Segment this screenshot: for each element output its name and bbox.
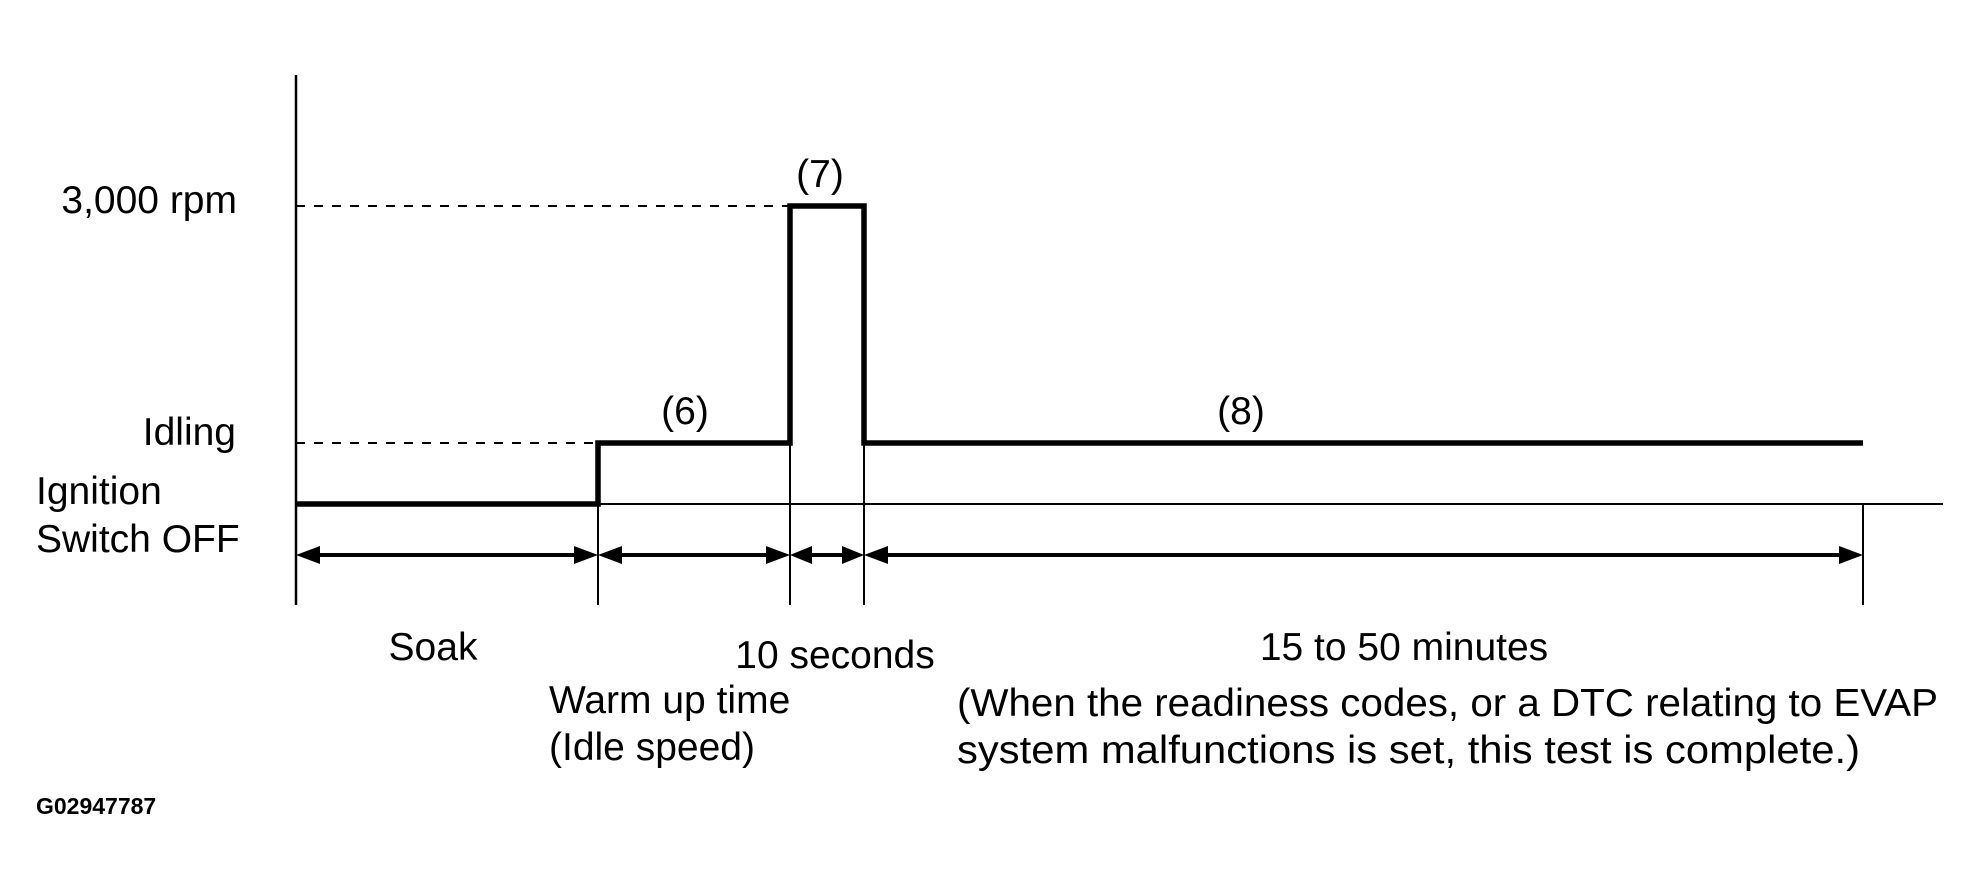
duration-label-soak: Soak — [389, 626, 478, 669]
y-label-switch-off: Switch OFF — [36, 518, 240, 561]
y-label-3000-rpm: 3,000 rpm — [61, 179, 237, 222]
test-dimension-arrow — [864, 546, 1863, 564]
step-label-8: (8) — [1217, 390, 1265, 433]
y-label-idling: Idling — [143, 411, 236, 454]
warm-up-dimension-arrow — [598, 546, 790, 564]
step-label-6: (6) — [661, 390, 709, 433]
y-label-ignition: Ignition — [36, 470, 162, 513]
test-note-line-1: (When the readiness codes, or a DTC rela… — [957, 682, 1938, 725]
duration-label-idle-speed: (Idle speed) — [549, 726, 755, 769]
step-label-7: (7) — [796, 153, 844, 196]
engine-speed-profile — [296, 203, 1863, 507]
duration-label-warm-up-time: Warm up time — [549, 679, 790, 722]
duration-label-10-seconds: 10 seconds — [735, 634, 934, 677]
figure-id: G02947787 — [36, 793, 156, 819]
test-note-line-2: system malfunctions is set, this test is… — [957, 729, 1860, 772]
rev-dimension-arrow — [790, 546, 864, 564]
duration-label-15-to-50-minutes: 15 to 50 minutes — [1260, 626, 1548, 669]
soak-dimension-arrow — [296, 546, 598, 564]
